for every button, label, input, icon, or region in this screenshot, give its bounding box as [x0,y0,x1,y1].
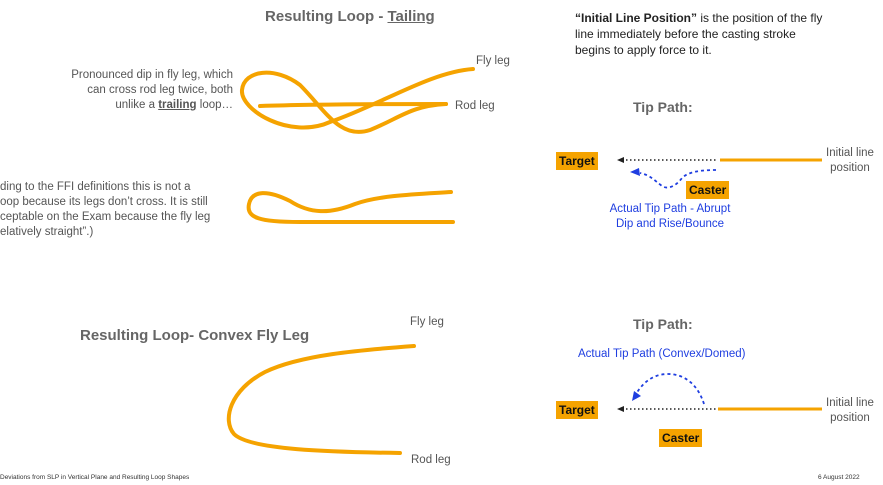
tip-path-2-actual-label: Actual Tip Path (Convex/Domed) [578,348,746,360]
tip-path-2-initial-label: Initial line position [826,396,874,426]
tailing-desc-line-2: can cross rod leg twice, both [87,84,233,96]
tip-path-1-title: Tip Path: [633,99,693,115]
tailing-rod-leg-label: Rod leg [455,100,495,112]
definition-line-1: “Initial Line Position” is the position … [575,10,822,26]
tip-path-1-caster: Caster [686,181,730,199]
initial-label-2-line-1: Initial line [826,397,874,409]
definition-line-3: begins to apply force to it. [575,43,712,57]
non-crossing-desc-line-1: ding to the FFI definitions this is not … [0,181,191,193]
initial-line-definition: “Initial Line Position” is the position … [575,10,822,58]
non-crossing-desc-line-3: ceptable on the Exam because the fly leg [0,211,211,223]
non-crossing-loop-line [246,190,455,225]
definition-line-2: line immediately before the casting stro… [575,27,796,41]
tip-path-2-blue-path [635,373,705,405]
tailing-desc-line-3: unlike a trailing loop… [0,98,233,113]
actual-label-line-2: Dip and Rise/Bounce [615,218,725,230]
non-crossing-desc-line-2: oop because its legs don’t cross. It is … [0,196,208,208]
footer-date: 6 August 2022 [818,474,860,481]
definition-rest: is the position of the fly [697,11,823,25]
tailing-loop-rod-leg [258,102,448,108]
convex-title: Resulting Loop- Convex Fly Leg [80,327,310,344]
tip-path-2-title: Tip Path: [633,316,693,332]
initial-label-line-1: Initial line [826,147,874,159]
tailing-title-underlined: Tailing [387,8,435,25]
initial-label-2-line-2: position [830,412,870,424]
tailing-desc-line-1: Pronounced dip in fly leg, which [71,69,233,81]
tip-path-1-blue-arrowhead [630,168,640,176]
actual-label-line-1: Actual Tip Path - Abrupt [609,203,731,215]
tip-path-2-arrowhead [617,406,624,412]
tip-path-2-blue-arrowhead [632,391,641,401]
non-crossing-description: ding to the FFI definitions this is not … [0,180,235,240]
tip-path-1-arrowhead [617,157,624,163]
tip-path-2-target: Target [556,401,598,419]
convex-loop-line [226,344,416,455]
convex-rod-leg-label: Rod leg [411,454,451,466]
tailing-title: Resulting Loop - Tailing [265,8,435,25]
tailing-fly-leg-label: Fly leg [476,55,510,67]
convex-fly-leg-label: Fly leg [410,316,444,328]
tip-path-2-caster: Caster [659,429,703,447]
tip-path-1-target: Target [556,152,598,170]
definition-term: “Initial Line Position” [575,11,698,25]
desc-trailing-word: trailing [158,99,197,111]
tip-path-1-actual-label: Actual Tip Path - Abrupt Dip and Rise/Bo… [590,202,750,232]
non-crossing-desc-line-4: elatively straight”.) [0,226,94,238]
tailing-title-prefix: Resulting Loop - [265,8,388,25]
initial-label-line-2: position [830,162,870,174]
tailing-description: Pronounced dip in fly leg, which can cro… [0,68,233,113]
footer-left: Deviations from SLP in Vertical Plane an… [0,474,190,481]
tip-path-1-initial-label: Initial line position [826,146,874,176]
tailing-loop-line [240,67,475,134]
desc-pre: unlike a [115,99,159,111]
desc-post: loop… [196,99,233,111]
tip-path-1-blue-path [639,169,717,189]
